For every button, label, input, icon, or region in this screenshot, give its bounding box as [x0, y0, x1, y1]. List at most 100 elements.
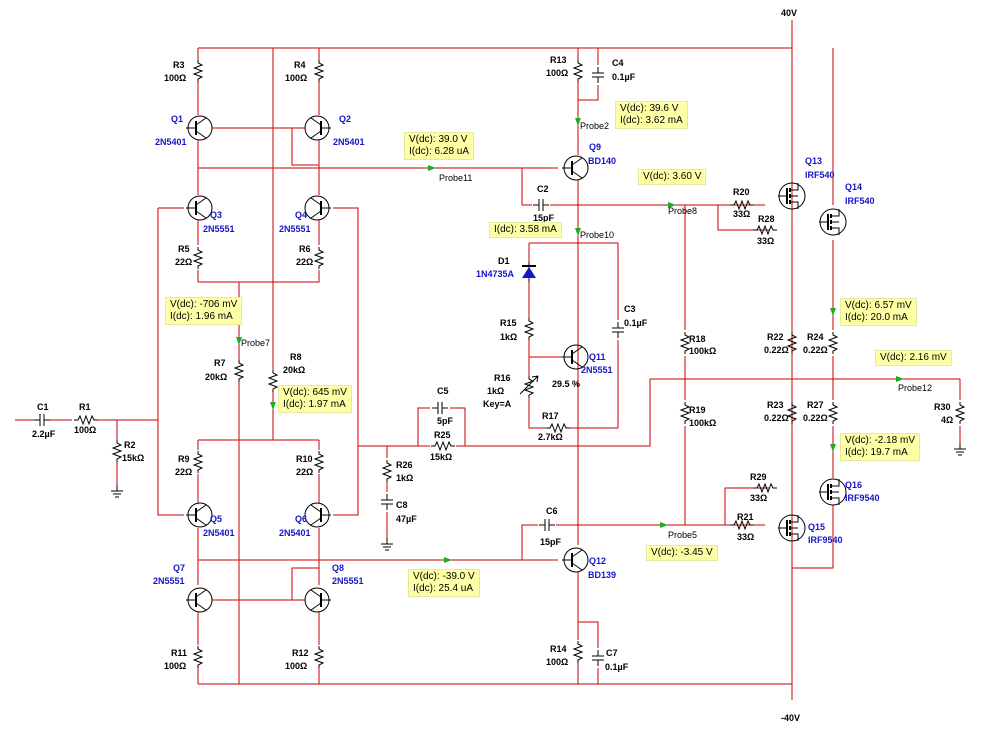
q6-value: 2N5401: [279, 528, 311, 538]
probe5-line-1: V(dc): -3.45 V: [651, 547, 713, 558]
r23-value: 0.22Ω: [764, 413, 789, 423]
probe-markers: [236, 118, 904, 563]
probe-names: Probe11 Probe2 Probe8 Probe10 Probe7 Pro…: [241, 121, 932, 540]
r30-name: R30: [934, 402, 951, 412]
r5-value: 22Ω: [175, 257, 192, 267]
r6-value: 22Ω: [296, 257, 313, 267]
r4-value: 100Ω: [285, 73, 307, 83]
r9-value: 22Ω: [175, 467, 192, 477]
probe12-name: Probe12: [898, 383, 932, 393]
q15-value: IRF9540: [808, 535, 843, 545]
q8-value: 2N5551: [332, 576, 364, 586]
c7-name: C7: [606, 648, 618, 658]
q9-value: BD140: [588, 156, 616, 166]
r2-name: R2: [124, 440, 136, 450]
q16-name: Q16: [845, 480, 862, 490]
r21-value: 33Ω: [737, 532, 754, 542]
r10-name: R10: [296, 454, 313, 464]
r22-name: R22: [767, 332, 784, 342]
q14-name: Q14: [845, 182, 862, 192]
probe8-readout: V(dc): 3.60 V: [638, 169, 707, 185]
q12-name: Q12: [589, 556, 606, 566]
probe7-name: Probe7: [241, 338, 270, 348]
probe8-name: Probe8: [668, 206, 697, 216]
probe5-readout: V(dc): -3.45 V: [646, 545, 718, 561]
r30-value: 4Ω: [941, 415, 953, 425]
probe7-line-1: V(dc): -706 mV: [170, 299, 238, 310]
probe2-line-2: I(dc): 3.62 mA: [620, 115, 683, 126]
probe11-readout: V(dc): 39.0 V I(dc): 6.28 uA: [404, 132, 475, 160]
r10-value: 22Ω: [296, 467, 313, 477]
r17-value: 2.7kΩ: [538, 432, 563, 442]
r17-name: R17: [542, 411, 559, 421]
probe10-name: Probe10: [580, 230, 614, 240]
probe2-name: Probe2: [580, 121, 609, 131]
c2-name: C2: [537, 184, 549, 194]
c1-name: C1: [37, 402, 49, 412]
d1-value: 1N4735A: [476, 269, 515, 279]
probe7-readout: V(dc): -706 mV I(dc): 1.96 mA: [165, 297, 243, 325]
r21-name: R21: [737, 512, 754, 522]
potentiometer-wiper: [519, 375, 539, 395]
r28-value: 33Ω: [757, 236, 774, 246]
r26-value: 1kΩ: [396, 473, 413, 483]
r22-value: 0.22Ω: [764, 345, 789, 355]
r25-value: 15kΩ: [430, 452, 452, 462]
c8-name: C8: [396, 500, 408, 510]
r12-name: R12: [292, 648, 309, 658]
r6-name: R6: [299, 244, 311, 254]
probe2-readout: V(dc): 39.6 V I(dc): 3.62 mA: [615, 101, 688, 129]
probe3-readout: V(dc): 645 mV I(dc): 1.97 mA: [278, 385, 352, 413]
r1-value: 100Ω: [74, 425, 96, 435]
r29-name: R29: [750, 472, 767, 482]
r29-value: 33Ω: [750, 493, 767, 503]
r11-name: R11: [171, 648, 187, 658]
q6-name: Q6: [295, 514, 307, 524]
c7-value: 0.1µF: [605, 662, 629, 672]
r8-name: R8: [290, 352, 302, 362]
q4-name: Q4: [295, 210, 307, 220]
r7-name: R7: [214, 358, 226, 368]
probe6-line-1: V(dc): -39.0 V: [413, 571, 475, 582]
component-labels: R3 100Ω R4 100Ω R5 22Ω R6 22Ω R7 20kΩ R8…: [32, 55, 953, 672]
c4-name: C4: [612, 58, 624, 68]
probe7-line-2: I(dc): 1.96 mA: [170, 311, 233, 322]
q2-name: Q2: [339, 114, 351, 124]
probe10-readout: I(dc): 3.58 mA: [489, 222, 562, 238]
r16-percent: 29.5 %: [552, 379, 580, 389]
r13-name: R13: [550, 55, 567, 65]
q12-value: BD139: [588, 570, 616, 580]
q9-name: Q9: [589, 142, 601, 152]
r3-name: R3: [173, 60, 185, 70]
q5-value: 2N5401: [203, 528, 235, 538]
c3-name: C3: [624, 304, 636, 314]
probe11-line-2: I(dc): 6.28 uA: [409, 146, 470, 157]
probe-q16-line-2: I(dc): 19.7 mA: [845, 447, 908, 458]
r15-value: 1kΩ: [500, 332, 517, 342]
c1-value: 2.2µF: [32, 429, 56, 439]
neg-rail-label: -40V: [781, 713, 800, 723]
q14-value: IRF540: [845, 196, 875, 206]
capacitors: [33, 66, 625, 667]
r19-name: R19: [689, 405, 706, 415]
r19-value: 100kΩ: [689, 418, 716, 428]
c4-value: 0.1µF: [612, 72, 636, 82]
r14-value: 100Ω: [546, 657, 568, 667]
r11-value: 100Ω: [164, 661, 186, 671]
q15-name: Q15: [808, 522, 825, 532]
r2-value: 15kΩ: [122, 453, 144, 463]
d1-name: D1: [498, 256, 510, 266]
r16-key: Key=A: [483, 399, 512, 409]
probe10-line-1: I(dc): 3.58 mA: [494, 224, 557, 235]
probe11-line-1: V(dc): 39.0 V: [409, 134, 468, 145]
c3-value: 0.1µF: [624, 318, 648, 328]
q13-name: Q13: [805, 156, 822, 166]
probe3-line-1: V(dc): 645 mV: [283, 387, 347, 398]
probe6-line-2: I(dc): 25.4 uA: [413, 583, 474, 594]
q11-value: 2N5551: [581, 365, 613, 375]
q1-name: Q1: [171, 114, 183, 124]
probe-q14-line-2: I(dc): 20.0 mA: [845, 312, 908, 323]
zener-diode: [522, 262, 536, 282]
r7-value: 20kΩ: [205, 372, 227, 382]
